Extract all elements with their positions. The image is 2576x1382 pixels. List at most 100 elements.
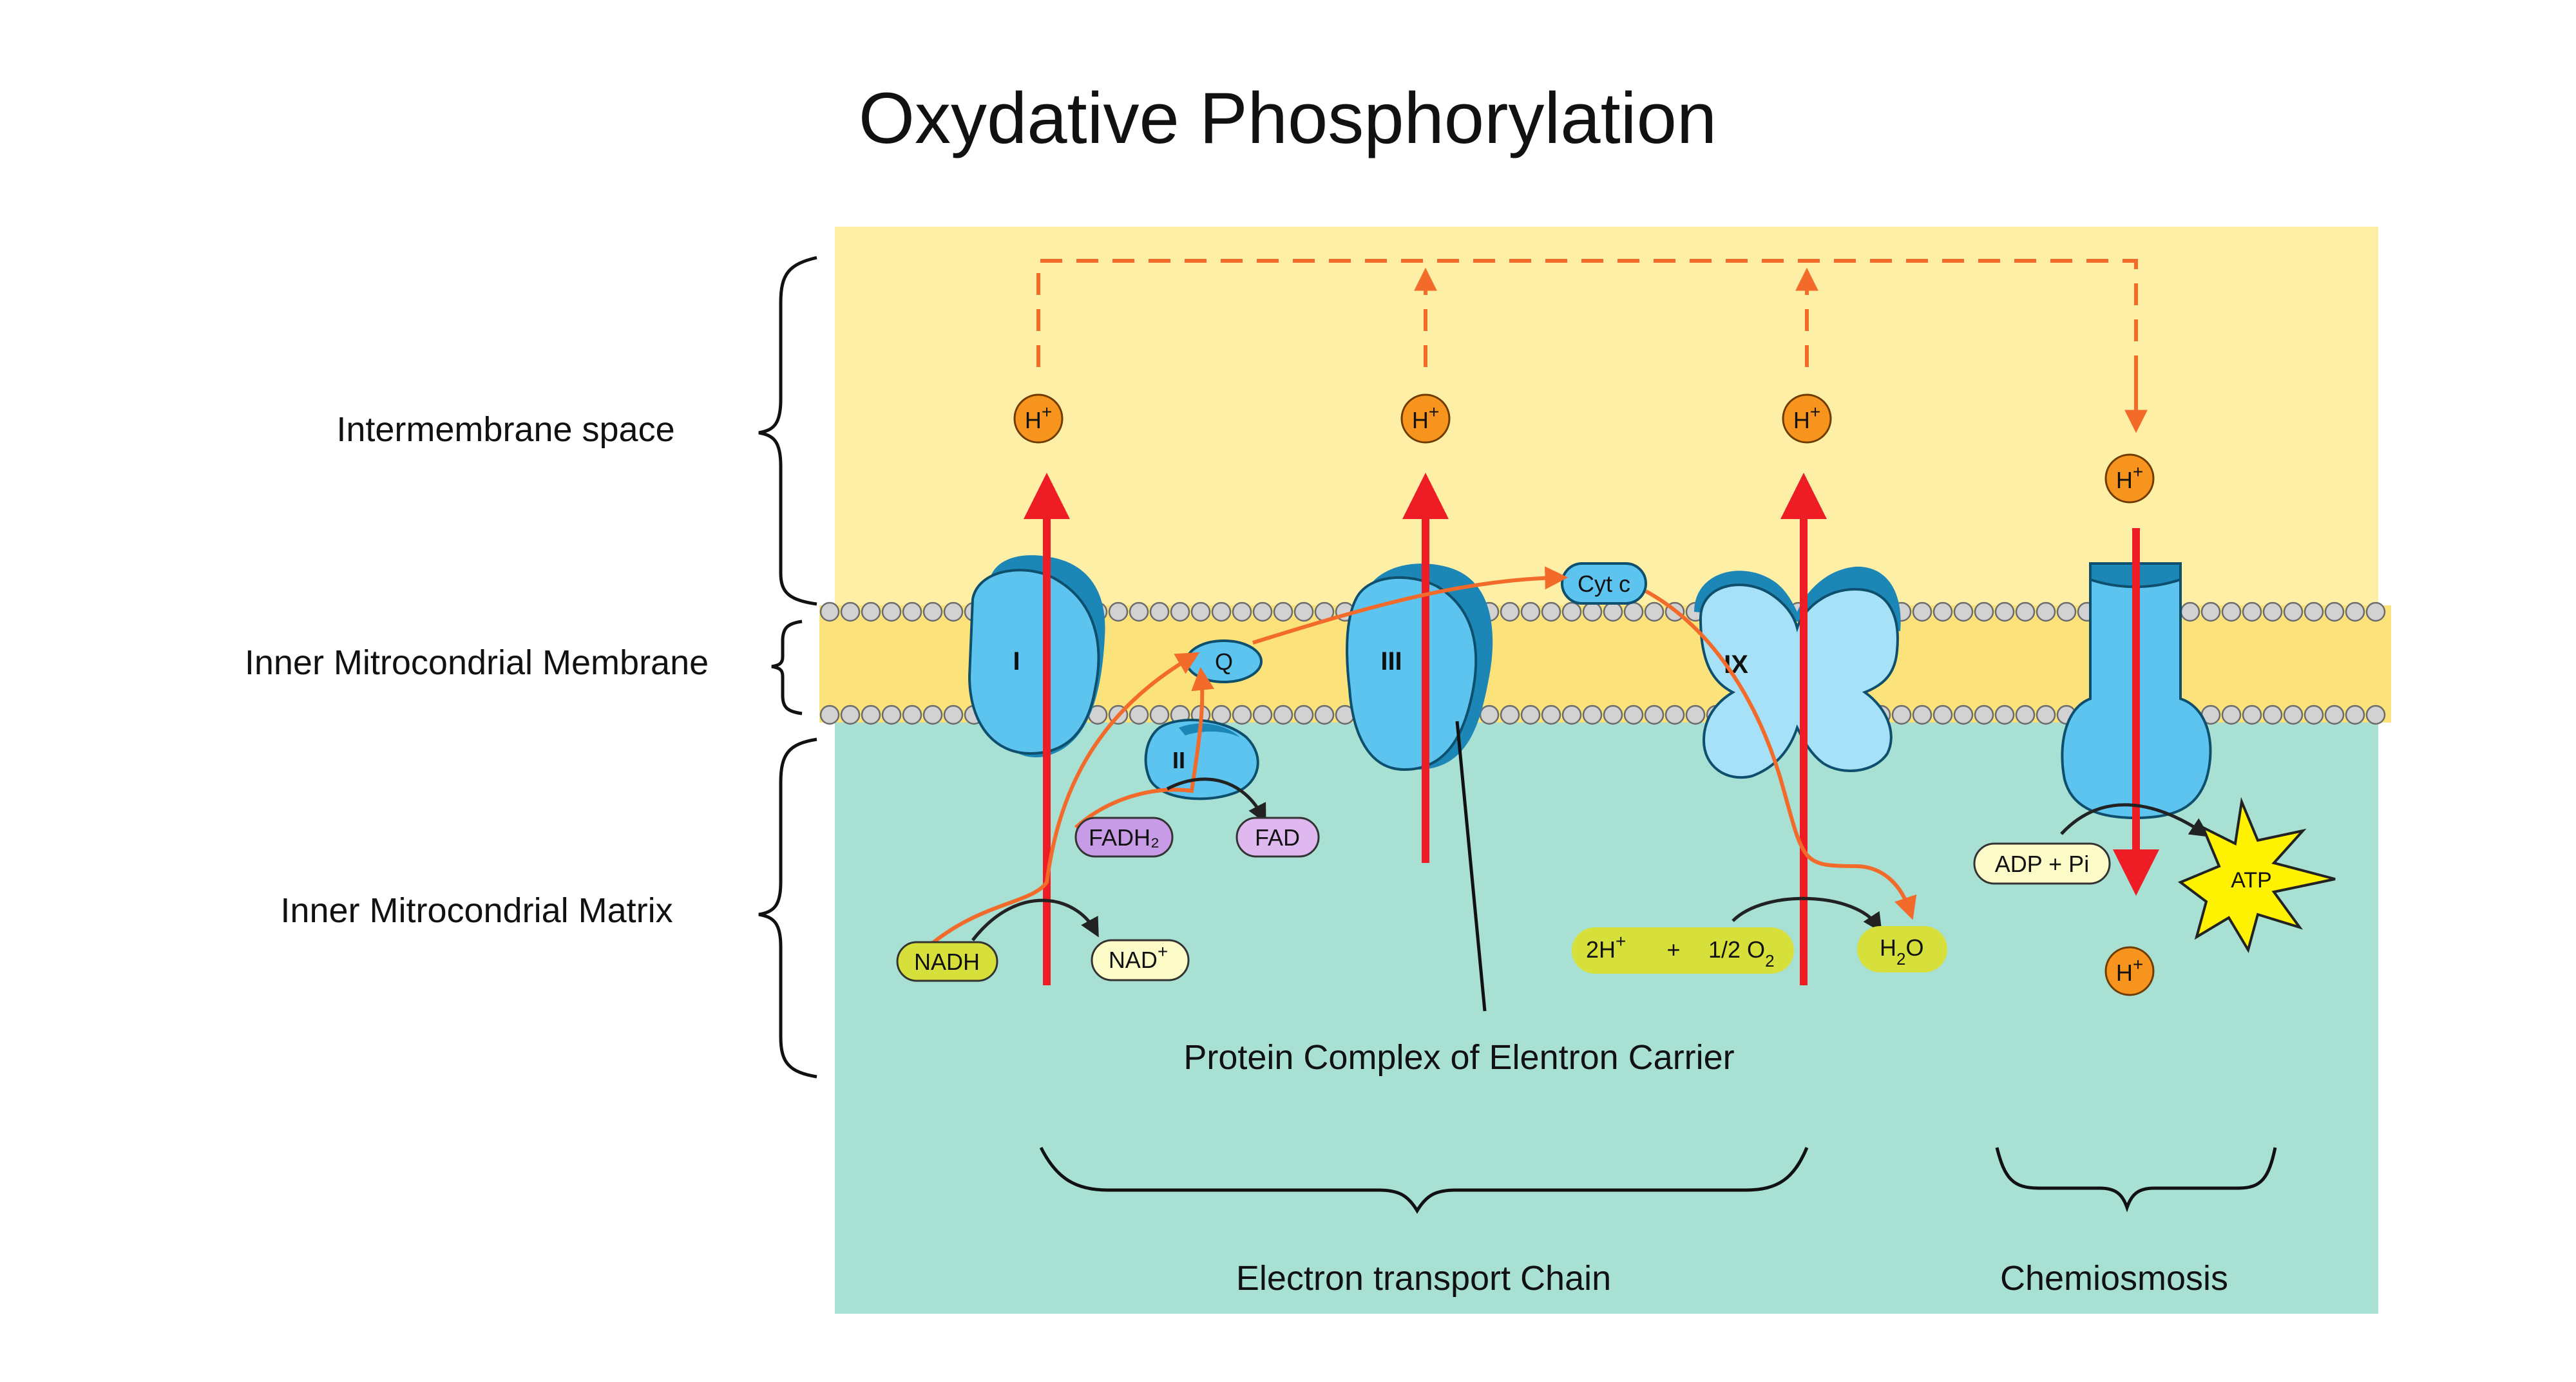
complex-iii-label: III xyxy=(1380,647,1402,676)
water-formation-arrow xyxy=(1732,896,1882,933)
lipid-head xyxy=(1149,705,1170,725)
proton-matrix: H+ xyxy=(2104,946,2155,996)
svg-text:H+: H+ xyxy=(2116,462,2143,493)
lipid-head xyxy=(2304,601,2324,622)
proton-return-path xyxy=(1036,259,2138,419)
lipid-head xyxy=(922,601,943,622)
lipid-head xyxy=(1541,705,1561,725)
lipid-head xyxy=(1644,705,1665,725)
proton-atp-synthase-top: H+ xyxy=(2104,453,2155,504)
proton-base: H xyxy=(2116,467,2133,493)
proton-sup: + xyxy=(2133,462,2143,482)
lipid-head xyxy=(2283,705,2304,725)
inner-membrane-label: Inner Mitrocondrial Membrane xyxy=(245,643,709,682)
lipid-head xyxy=(1891,705,1912,725)
proton-base: H xyxy=(2116,960,2133,986)
lipid-head xyxy=(2365,601,2386,622)
lipid-head xyxy=(2324,705,2345,725)
lipid-head xyxy=(2262,601,2283,622)
complex-ii-label: II xyxy=(1172,747,1185,773)
adp-pi-pill: ADP + Pi xyxy=(1973,842,2111,885)
svg-text:H+: H+ xyxy=(1793,402,1820,433)
lipid-head xyxy=(1232,705,1252,725)
lipid-head xyxy=(1953,601,1974,622)
lipid-head xyxy=(1582,705,1603,725)
svg-text:2H+: 2H+ xyxy=(1586,931,1626,963)
lipid-head xyxy=(2365,705,2386,725)
lipid-head xyxy=(1974,601,1994,622)
lipid-head xyxy=(1252,705,1273,725)
lipid-head xyxy=(2324,601,2345,622)
water-pill: H2O xyxy=(1857,926,1947,972)
electron-flow-cytc-to-h2o xyxy=(1645,589,1917,920)
lipid-head xyxy=(1479,705,1500,725)
h2o-h: H xyxy=(1880,934,1896,961)
lipid-head xyxy=(1994,601,2015,622)
cytc-label: Cyt c xyxy=(1578,571,1630,597)
nadh-pill: NADH xyxy=(896,941,998,982)
lipid-head xyxy=(881,705,902,725)
chemiosmosis-caption: Chemiosmosis xyxy=(2000,1259,2228,1298)
lipid-head xyxy=(861,705,881,725)
h2o-sub: 2 xyxy=(1896,949,1905,969)
proton-sup: + xyxy=(1042,402,1052,422)
lipid-head xyxy=(2036,601,2056,622)
lipid-head xyxy=(2345,601,2365,622)
lipid-head xyxy=(1314,705,1335,725)
cytochrome-c: Cyt c xyxy=(1561,562,1647,605)
complex-ix: IX xyxy=(1694,566,1901,779)
lipid-head xyxy=(1211,705,1232,725)
complex-i-label: I xyxy=(1013,647,1020,676)
lipid-head xyxy=(2262,705,2283,725)
lipid-head xyxy=(902,705,922,725)
svg-text:H+: H+ xyxy=(1412,402,1439,433)
electron-flow-nadh-to-q xyxy=(923,652,1200,952)
lipid-head xyxy=(840,705,861,725)
lipid-head xyxy=(1273,705,1293,725)
fadh2-oxidation-arrow xyxy=(1166,777,1266,824)
half-o2-base: 1/2 O xyxy=(1708,936,1765,963)
fadh2-pill: FADH₂ xyxy=(1074,817,1174,858)
etc-caption: Electron transport Chain xyxy=(1236,1259,1611,1298)
lipid-head xyxy=(1211,601,1232,622)
lipid-head xyxy=(2221,705,2242,725)
lipid-head xyxy=(1252,601,1273,622)
lipid-head xyxy=(1912,601,1932,622)
lipid-head xyxy=(2345,705,2365,725)
half-o2-sub: 2 xyxy=(1765,951,1774,970)
nadh-label: NADH xyxy=(914,949,980,975)
lipid-head xyxy=(1623,601,1644,622)
lipid-head xyxy=(1685,705,1706,725)
lipid-head xyxy=(2304,705,2324,725)
lipid-head xyxy=(1190,601,1211,622)
lipid-head xyxy=(2056,601,2077,622)
proton-sup: + xyxy=(1429,402,1439,422)
lipid-head xyxy=(943,705,964,725)
lipid-head xyxy=(1561,601,1582,622)
svg-text:NAD+: NAD+ xyxy=(1109,942,1168,973)
svg-text:H+: H+ xyxy=(2116,954,2143,986)
lipid-head xyxy=(1582,601,1603,622)
lipid-head xyxy=(861,601,881,622)
intermembrane-brace xyxy=(758,256,817,606)
proton-sup: + xyxy=(1810,402,1820,422)
reaction-plus: + xyxy=(1666,936,1680,963)
diagram-title: Oxydative Phosphorylation xyxy=(859,78,1717,158)
lipid-head xyxy=(1623,705,1644,725)
q-label: Q xyxy=(1215,648,1233,675)
lipid-head xyxy=(1520,601,1541,622)
lipid-head xyxy=(1541,601,1561,622)
lipid-head xyxy=(1108,601,1129,622)
membrane-brace xyxy=(771,620,803,715)
lipid-head xyxy=(1293,705,1314,725)
lipid-head xyxy=(1129,601,1149,622)
twoh-sup: + xyxy=(1616,931,1626,951)
lipid-head xyxy=(840,601,861,622)
lipid-head xyxy=(1665,705,1685,725)
etc-brace xyxy=(1039,1146,1809,1214)
lipid-head xyxy=(2283,601,2304,622)
lipid-head xyxy=(2200,601,2221,622)
lipid-head xyxy=(2180,601,2200,622)
twoh-base: 2H xyxy=(1586,936,1616,963)
